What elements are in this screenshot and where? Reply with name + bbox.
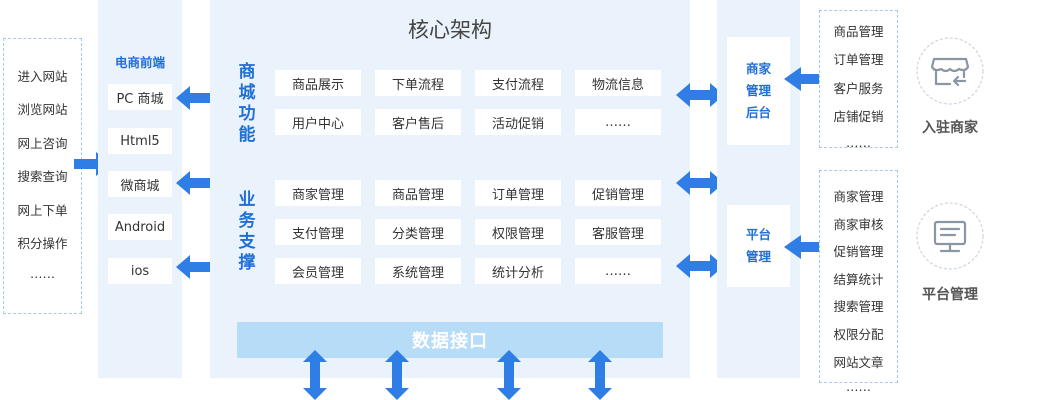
vertical-double-arrow-icon: [303, 350, 327, 400]
grid-cell: 下单流程: [375, 70, 461, 96]
list-item: 积分操作: [17, 235, 68, 251]
list-item: 网上下单: [17, 202, 68, 218]
grid-cell: 客服管理: [575, 219, 661, 245]
grid-cell: 物流信息: [575, 70, 661, 96]
platform-functions-box: [819, 170, 898, 383]
double-arrow-icon: [676, 83, 724, 107]
grid-cell: 客户售后: [375, 109, 461, 135]
grid-cell: 支付管理: [275, 219, 361, 245]
merchant-store-icon: [916, 37, 984, 105]
list-item: 商品管理: [833, 24, 884, 39]
platform-actor-label: 平台管理: [922, 287, 978, 303]
data-interface-label: 数据接口: [412, 331, 488, 352]
list-item: 促销管理: [833, 244, 884, 260]
grid-cell: 订单管理: [475, 180, 561, 206]
merchant-actor-label: 入驻商家: [922, 120, 978, 136]
user-actions-list: 进入网站 浏览网站 网上咨询 搜索查询 网上下单 积分操作 ……: [3, 66, 82, 281]
list-item: ……: [30, 266, 55, 282]
grid-cell: 会员管理: [275, 258, 361, 284]
grid-cell: 促销管理: [575, 180, 661, 206]
frontend-item-wechat: 微商城: [108, 171, 172, 197]
platform-manage-box: 平台管理: [727, 205, 790, 287]
section-label-business-support: 业务支撑: [238, 190, 256, 273]
grid-cell: 统计分析: [475, 258, 561, 284]
grid-cell: ……: [575, 109, 661, 135]
monitor-icon: [916, 202, 984, 270]
grid-cell: 系统管理: [375, 258, 461, 284]
arrow-left-icon: [784, 67, 824, 91]
frontend-item-android: Android: [108, 214, 172, 240]
section-label-mall-functions: 商城功能: [238, 62, 256, 145]
grid-cell: 活动促销: [475, 109, 561, 135]
list-item: 店铺促销: [833, 109, 884, 125]
core-title: 核心架构: [408, 18, 492, 42]
list-item: 网上咨询: [17, 135, 68, 151]
list-item: ……: [846, 379, 871, 395]
list-item: 搜索管理: [833, 299, 884, 315]
grid-cell: 用户中心: [275, 109, 361, 135]
list-item: 结算统计: [833, 271, 884, 287]
merchant-functions-box: [819, 10, 898, 148]
frontend-item-html5: Html5: [108, 128, 172, 154]
grid-cell: 商品管理: [375, 180, 461, 206]
merchant-functions-list: 商品管理 订单管理 客户服务 店铺促销 ……: [819, 21, 898, 150]
platform-manage-label: 平台管理: [745, 227, 771, 264]
list-item: 商家管理: [833, 189, 884, 204]
arrow-left-icon: [784, 235, 824, 259]
data-interface-band: 数据接口: [237, 322, 663, 358]
ecommerce-title: 电商前端: [114, 55, 165, 70]
merchant-backend-label: 商家管理后台: [745, 61, 771, 120]
list-item: 浏览网站: [17, 102, 68, 118]
vertical-double-arrow-icon: [385, 350, 409, 400]
merchant-actor: 入驻商家: [910, 33, 990, 143]
frontend-item-pc: PC 商城: [108, 84, 172, 110]
list-item: 搜索查询: [17, 169, 68, 185]
list-item: 商家审核: [833, 216, 884, 232]
grid-cell: 权限管理: [475, 219, 561, 245]
grid-cell: 商品展示: [275, 70, 361, 96]
platform-functions-list: 商家管理 商家审核 促销管理 结算统计 搜索管理 权限分配 网站文章 ……: [819, 186, 898, 394]
grid-cell: 分类管理: [375, 219, 461, 245]
list-item: ……: [846, 134, 871, 150]
user-actions-box: [3, 38, 82, 314]
list-item: 网站文章: [833, 354, 884, 370]
double-arrow-icon: [676, 171, 724, 195]
list-item: 客户服务: [833, 80, 884, 96]
list-item: 订单管理: [833, 52, 884, 68]
platform-actor: 平台管理: [910, 198, 990, 308]
grid-cell: 支付流程: [475, 70, 561, 96]
grid-cell: ……: [575, 258, 661, 284]
frontend-item-ios: ios: [108, 258, 172, 284]
grid-cell: 商家管理: [275, 180, 361, 206]
double-arrow-icon: [676, 254, 724, 278]
list-item: 进入网站: [17, 69, 68, 84]
vertical-double-arrow-icon: [497, 350, 521, 400]
merchant-backend-box: 商家管理后台: [727, 37, 790, 145]
list-item: 权限分配: [833, 326, 884, 342]
vertical-double-arrow-icon: [588, 350, 612, 400]
